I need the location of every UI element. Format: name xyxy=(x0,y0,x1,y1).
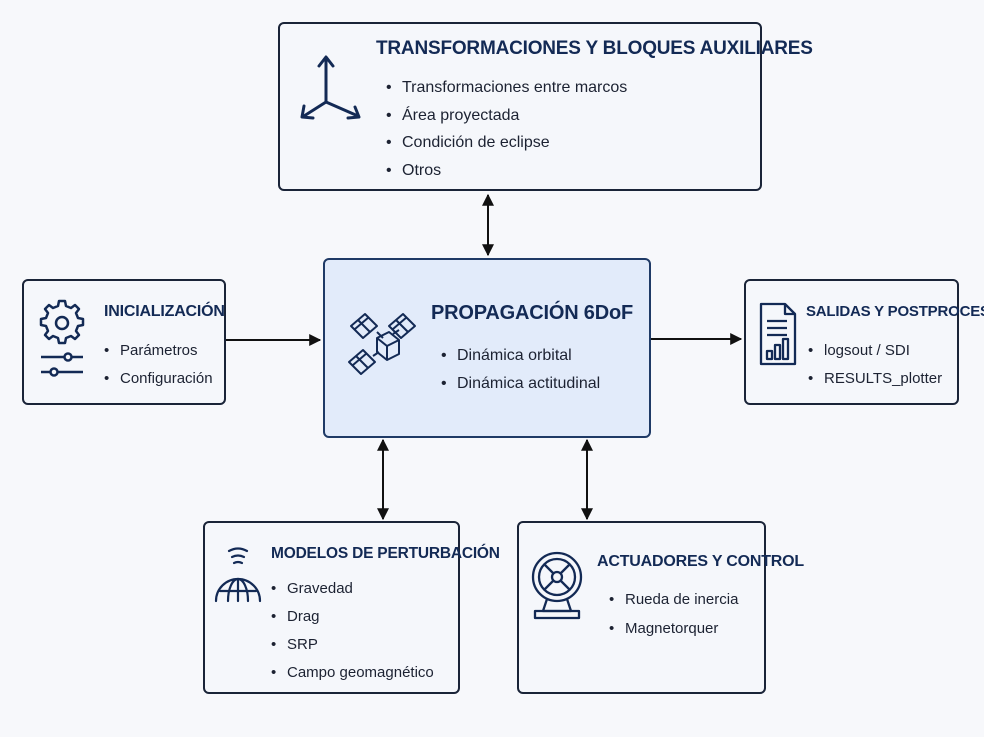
list-item: Parámetros xyxy=(104,337,213,365)
reaction-wheel-icon xyxy=(529,547,589,628)
list-item: Transformaciones entre marcos xyxy=(386,74,627,102)
gear-sliders-icon xyxy=(38,299,86,386)
list-item: Rueda de inercia xyxy=(609,585,738,614)
box-initialization: INICIALIZACIÓN Parámetros Configuración xyxy=(22,279,226,405)
item-list: Parámetros Configuración xyxy=(104,337,213,393)
item-list: Transformaciones entre marcos Área proye… xyxy=(386,74,627,184)
box-transformations: TRANSFORMACIONES Y BLOQUES AUXILIARES Tr… xyxy=(278,22,813,191)
item-list: Dinámica orbital Dinámica actitudinal xyxy=(441,342,600,398)
box-perturbation-models: MODELOS DE PERTURBACIÓN Gravedad Drag SR… xyxy=(203,521,500,694)
axes-icon xyxy=(298,50,364,127)
item-list: Rueda de inercia Magnetorquer xyxy=(609,585,738,643)
list-item: Dinámica orbital xyxy=(441,342,600,370)
box-outputs: SALIDAS Y POSTPROCESO logsout / SDI RESU… xyxy=(744,279,984,405)
satellite-icon xyxy=(347,312,417,383)
box-title: PROPAGACIÓN 6DoF xyxy=(431,302,633,324)
list-item: RESULTS_plotter xyxy=(808,365,942,393)
list-item: Configuración xyxy=(104,365,213,393)
list-item: logsout / SDI xyxy=(808,337,942,365)
box-title: ACTUADORES Y CONTROL xyxy=(597,553,804,570)
globe-signal-icon xyxy=(213,545,263,610)
report-icon xyxy=(758,301,798,372)
list-item: Campo geomagnético xyxy=(271,659,434,687)
list-item: Gravedad xyxy=(271,575,434,603)
box-title: SALIDAS Y POSTPROCESO xyxy=(806,303,984,320)
list-item: Dinámica actitudinal xyxy=(441,370,600,398)
list-item: Condición de eclipse xyxy=(386,129,627,157)
list-item: Otros xyxy=(386,157,627,185)
box-propagation: PROPAGACIÓN 6DoF Dinámica orbital Dinámi… xyxy=(323,258,651,438)
box-title: INICIALIZACIÓN xyxy=(104,303,225,320)
item-list: logsout / SDI RESULTS_plotter xyxy=(808,337,942,393)
list-item: Área proyectada xyxy=(386,102,627,130)
box-title: MODELOS DE PERTURBACIÓN xyxy=(271,545,500,562)
list-item: Magnetorquer xyxy=(609,614,738,643)
list-item: SRP xyxy=(271,631,434,659)
box-title: TRANSFORMACIONES Y BLOQUES AUXILIARES xyxy=(376,38,813,59)
box-actuators-control: ACTUADORES Y CONTROL Rueda de inercia Ma… xyxy=(517,521,804,694)
item-list: Gravedad Drag SRP Campo geomagnético xyxy=(271,575,434,687)
list-item: Drag xyxy=(271,603,434,631)
